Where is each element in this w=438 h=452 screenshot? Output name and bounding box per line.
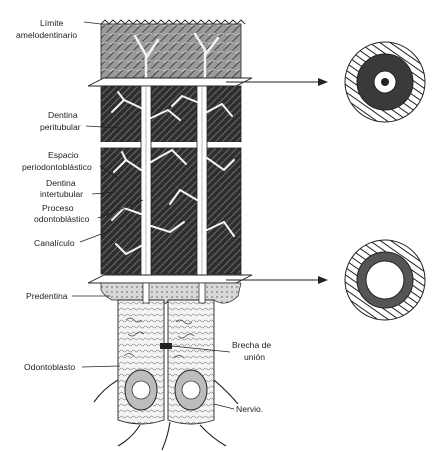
periodontoblastic-space-gap (101, 142, 241, 148)
lower-section-plane (88, 275, 252, 283)
nerve-fibers (94, 380, 238, 450)
label-dentina-intertubular-line1: Dentina (46, 178, 76, 188)
label-nervio-text: Nervio. (236, 404, 263, 414)
label-espacio-line1: Espacio (48, 150, 79, 160)
label-canaliculo-text: Canalículo (34, 238, 75, 248)
cross-section-lower (345, 240, 425, 320)
label-dentina-peritubular-line1: Dentina (48, 110, 78, 120)
label-dentina-intertubular-line2: intertubular (40, 189, 83, 199)
label-proceso-line2: odontoblástico (34, 214, 90, 224)
label-espacio-line2: periodontoblástico (22, 162, 92, 172)
label-odontoblasto-text: Odontoblasto (24, 362, 75, 372)
label-dentina-peritubular-line2: peritubular (40, 122, 81, 132)
odontoblast-cells (118, 283, 214, 424)
label-predentina: Predentina (26, 291, 110, 301)
label-nervio: Nervio. (214, 404, 263, 414)
label-predentina-text: Predentina (26, 291, 68, 301)
cross-section-upper (345, 42, 425, 122)
label-brecha-line2: unión (244, 352, 265, 362)
label-canaliculo: Canalículo (34, 230, 112, 248)
enamel-block (101, 20, 245, 80)
label-proceso-line1: Proceso (42, 203, 74, 213)
label-limite-line1: Límite (40, 18, 64, 28)
label-odontoblasto: Odontoblasto (24, 362, 120, 372)
label-brecha-line1: Brecha de (232, 340, 271, 350)
label-limite: Límite amelodentinario (16, 18, 101, 40)
dentin-upper-block (101, 86, 241, 142)
label-limite-line2: amelodentinario (16, 30, 77, 40)
